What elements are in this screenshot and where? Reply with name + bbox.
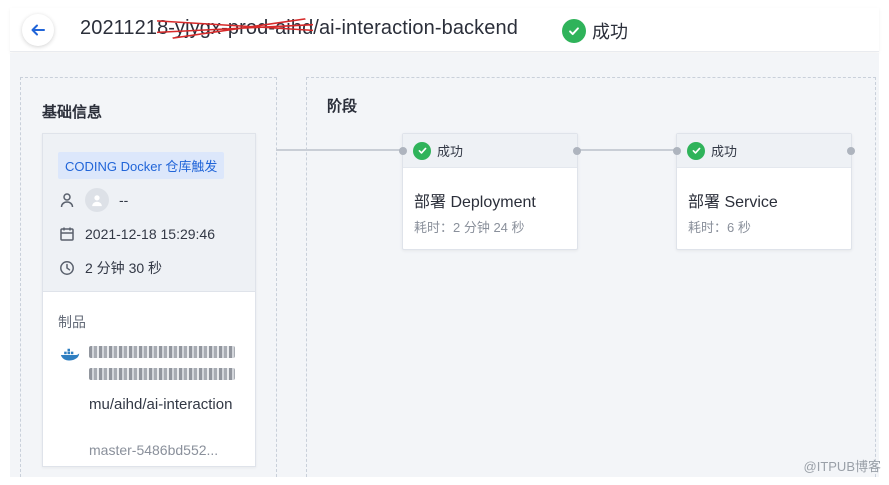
user-row: -- (59, 188, 128, 212)
check-circle-icon (687, 141, 705, 160)
check-circle-icon (562, 19, 586, 43)
page-title: 20211218-yjygx-prod-aihd/ai-interaction-… (80, 17, 518, 40)
stages-title: 阶段 (327, 98, 358, 115)
page-header: 20211218-yjygx-prod-aihd/ai-interaction-… (10, 8, 879, 52)
stage-status: 成功 (711, 144, 738, 159)
stage-card-service[interactable]: 成功 部署 Service 耗时：6 秒 (673, 133, 855, 250)
date-row: 2021-12-18 15:29:46 (59, 226, 215, 242)
input-port (673, 147, 681, 155)
user-name: -- (119, 192, 129, 208)
stage-duration: 耗时：2 分钟 24 秒 (414, 220, 525, 235)
check-circle-icon (413, 141, 431, 160)
calendar-icon (60, 227, 74, 241)
total-duration: 2 分钟 30 秒 (85, 260, 163, 276)
stage-status: 成功 (437, 144, 464, 159)
arrow-left-icon (31, 24, 45, 36)
avatar (85, 188, 109, 212)
basic-info-card: CODING Docker 仓库触发 -- 2021-12-18 15:29:4… (42, 133, 256, 467)
stage-name: 部署 Deployment (414, 194, 536, 211)
stage-status-bar: 成功 (403, 134, 577, 168)
artifact-version: master-5486bd552... (89, 442, 219, 458)
stage-name: 部署 Service (688, 194, 778, 211)
status-label: 成功 (592, 22, 628, 42)
pipeline-content: 基础信息 CODING Docker 仓库触发 -- 2021-12-18 15… (10, 53, 879, 477)
watermark: @ITPUB博客 (803, 459, 881, 474)
artifact-name: mu/aihd/ai-interaction (89, 396, 233, 413)
user-icon (60, 193, 74, 208)
title-visible-part: 2021121 (80, 17, 158, 39)
connector-line (276, 149, 402, 151)
title-redacted-part: 8-yjygx-prod-aihd (157, 17, 314, 39)
input-port (399, 147, 407, 155)
artifacts-label: 制品 (58, 314, 86, 330)
stage-duration: 耗时：6 秒 (688, 220, 751, 235)
duration-row: 2 分钟 30 秒 (59, 258, 162, 278)
basic-info-title: 基础信息 (42, 104, 103, 121)
basic-info-panel (20, 77, 277, 477)
docker-icon (60, 348, 80, 361)
stages-panel (306, 77, 876, 477)
output-port (847, 147, 855, 155)
trigger-date: 2021-12-18 15:29:46 (85, 226, 215, 242)
basic-info-summary: CODING Docker 仓库触发 -- 2021-12-18 15:29:4… (43, 134, 255, 292)
pipeline-status: 成功 (562, 18, 628, 44)
stage-card-deployment[interactable]: 成功 部署 Deployment 耗时：2 分钟 24 秒 (399, 133, 581, 250)
connector-line (580, 149, 680, 151)
output-port (573, 147, 581, 155)
artifact-blurred-path (89, 346, 239, 390)
clock-icon (60, 261, 74, 275)
trigger-badge: CODING Docker 仓库触发 (58, 152, 225, 179)
title-tail: /ai-interaction-backend (313, 17, 518, 39)
stage-status-bar: 成功 (677, 134, 851, 168)
back-button[interactable] (22, 14, 54, 46)
